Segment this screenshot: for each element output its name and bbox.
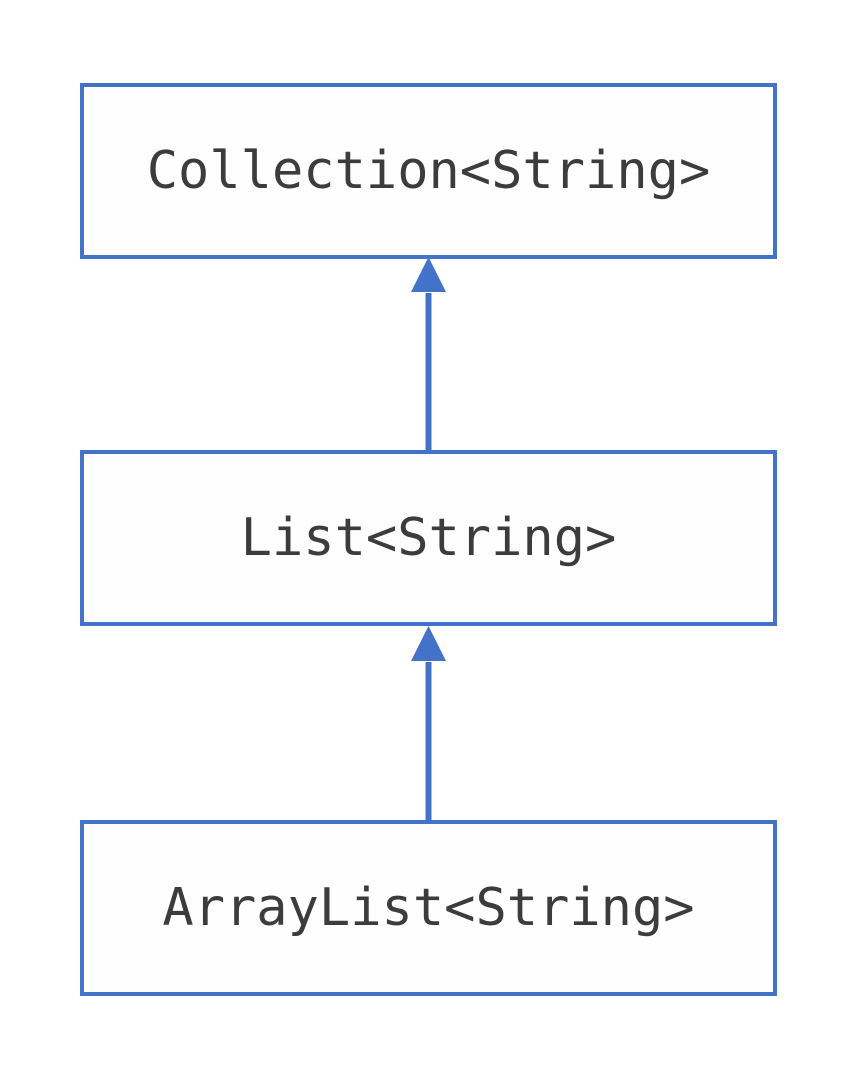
arrowhead-triangle-icon [411,626,446,661]
arrowhead-triangle-icon [411,257,446,292]
class-box-label: List<String> [240,508,617,568]
class-box-list[interactable]: List<String> [80,450,777,626]
class-box-label: ArrayList<String> [162,878,695,938]
class-box-collection[interactable]: Collection<String> [80,83,777,259]
class-box-arraylist[interactable]: ArrayList<String> [80,820,777,996]
class-box-label: Collection<String> [146,141,711,201]
